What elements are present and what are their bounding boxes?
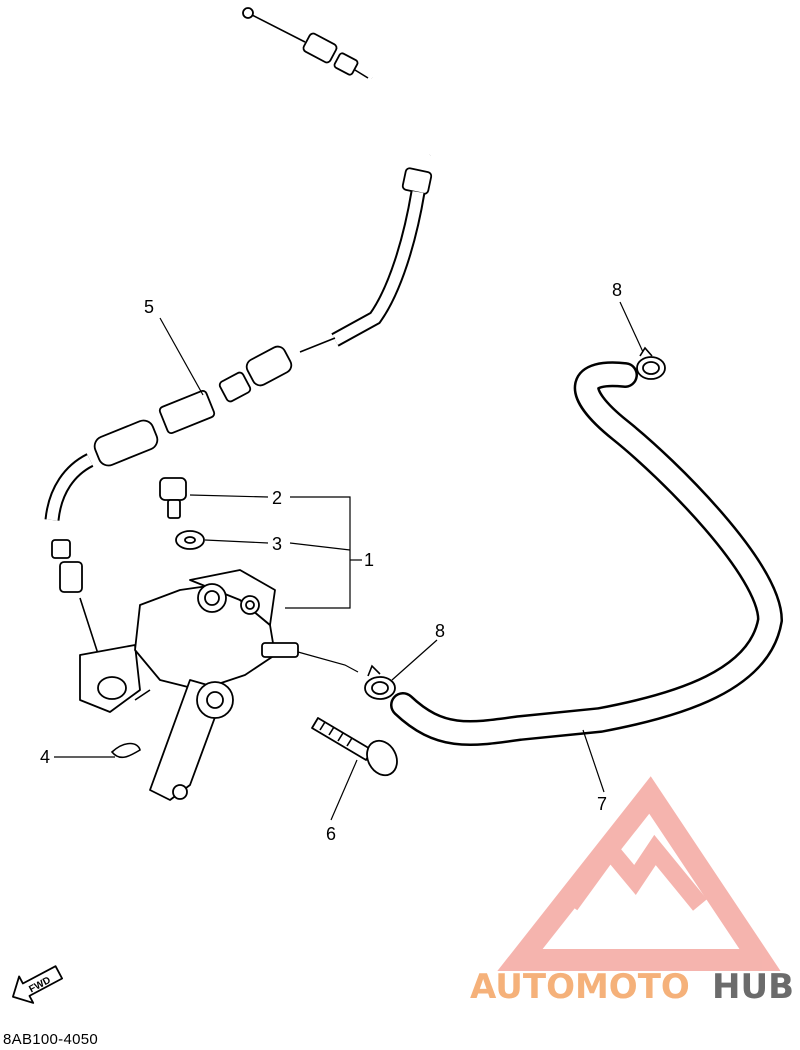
callout-4: 4 xyxy=(40,747,50,767)
callout-3: 3 xyxy=(272,534,282,554)
oil-hose-7 xyxy=(390,361,784,746)
leader-lines xyxy=(54,301,644,821)
callout-5: 5 xyxy=(144,297,154,317)
hose-clamp-lower xyxy=(364,664,396,700)
washer-3 xyxy=(175,530,205,550)
screw-6 xyxy=(311,717,398,777)
watermark-text-part1: AUTOMOTO xyxy=(470,967,690,1007)
bolt-2 xyxy=(159,477,187,519)
hose-clamp-upper xyxy=(636,346,666,380)
throttle-cable xyxy=(44,7,444,669)
callout-6: 6 xyxy=(326,824,336,844)
callout-8-lower: 8 xyxy=(435,621,445,641)
watermark-text-part2: HUB xyxy=(712,967,794,1007)
automotohub-logo xyxy=(497,776,781,971)
callout-8-upper: 8 xyxy=(612,280,622,300)
callout-1: 1 xyxy=(364,550,374,570)
callout-2: 2 xyxy=(272,488,282,508)
clip-4 xyxy=(110,742,141,759)
forward-arrow-icon: FWD xyxy=(12,965,64,1004)
oil-pump-assembly xyxy=(79,569,299,801)
callout-7: 7 xyxy=(597,794,607,814)
part-code: 8AB100-4050 xyxy=(3,1031,99,1048)
fwd-label: FWD xyxy=(27,975,52,995)
